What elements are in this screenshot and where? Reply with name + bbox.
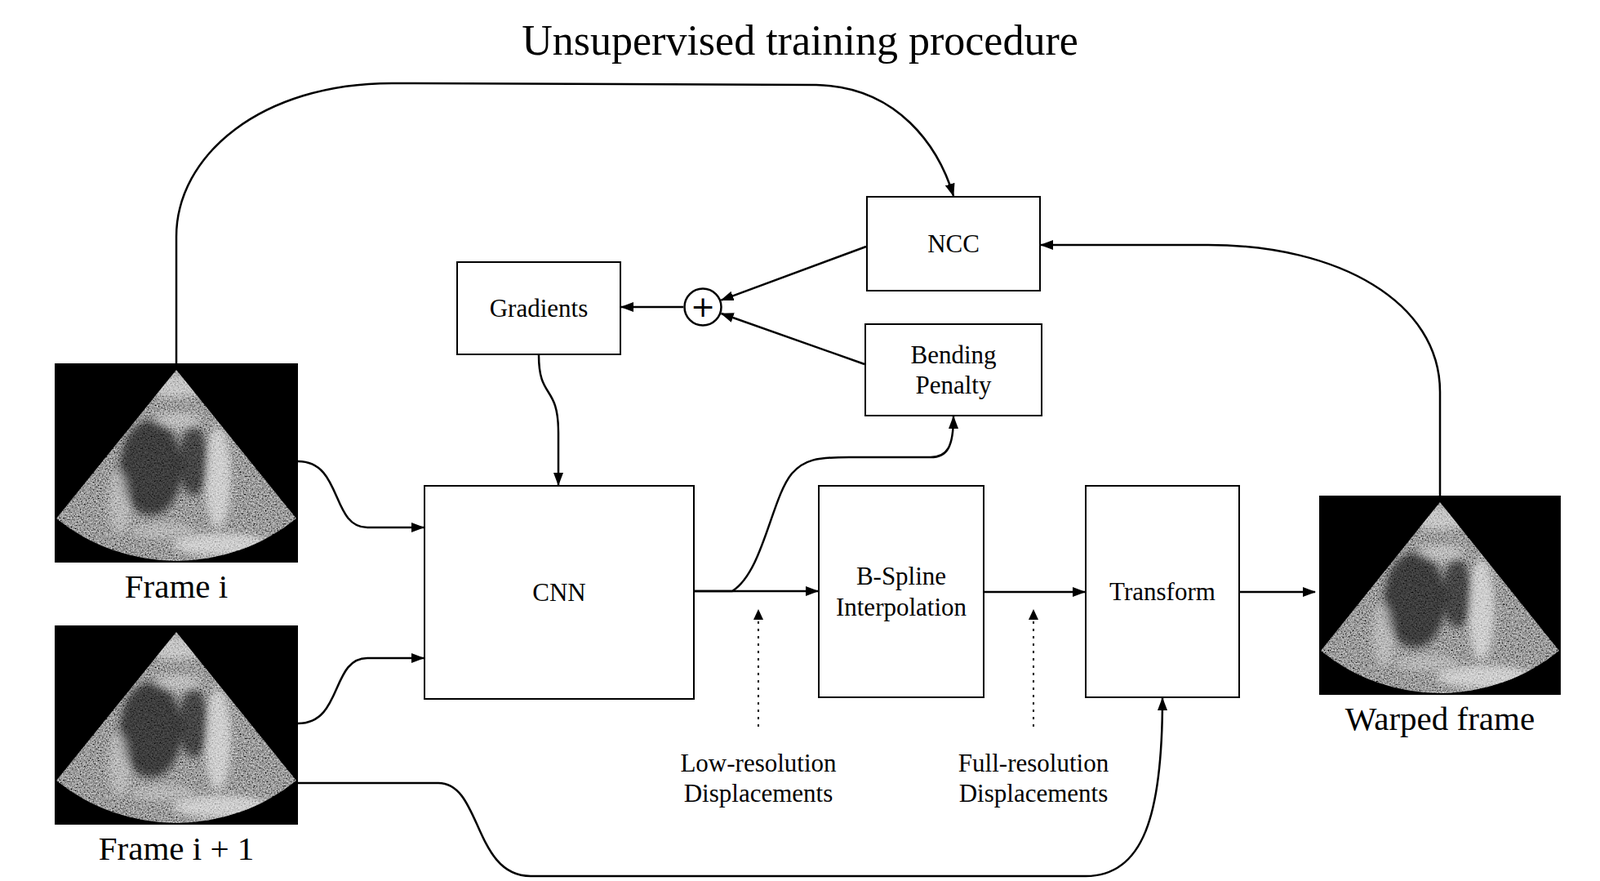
annotation-label: Full-resolution Displacements bbox=[927, 747, 1140, 809]
ultrasound-image bbox=[1319, 495, 1561, 695]
junction-circle bbox=[684, 288, 722, 326]
arrow-connector bbox=[1040, 244, 1440, 496]
box-label: Bending Penalty bbox=[872, 339, 1035, 400]
ultrasound-image bbox=[54, 625, 298, 825]
image-frame: Frame i bbox=[54, 363, 298, 563]
leader-arrowhead bbox=[753, 608, 764, 620]
arrow-connector bbox=[297, 461, 424, 528]
leader-line bbox=[757, 618, 760, 727]
image-frame: Warped frame bbox=[1319, 495, 1561, 695]
box-label: NCC bbox=[927, 228, 980, 259]
process-box: Bending Penalty bbox=[864, 323, 1043, 417]
arrow-connector bbox=[621, 306, 684, 309]
box-label: B-Spline Interpolation bbox=[826, 560, 977, 622]
process-box: B-Spline Interpolation bbox=[817, 484, 985, 698]
arrow-connector bbox=[538, 355, 559, 485]
image-frame: Frame i + 1 bbox=[54, 625, 298, 825]
annotation-label: Low-resolution Displacements bbox=[652, 747, 865, 809]
box-label: Transform bbox=[1109, 576, 1216, 607]
arrow-connector bbox=[176, 83, 954, 364]
diagram-title: Unsupervised training procedure bbox=[0, 16, 1600, 66]
process-box: NCC bbox=[866, 195, 1041, 292]
arrow-connector bbox=[721, 313, 865, 365]
arrow-connector bbox=[721, 246, 867, 301]
sum-junction: + bbox=[683, 287, 723, 327]
ultrasound-image bbox=[54, 363, 298, 563]
box-label: Gradients bbox=[489, 293, 589, 324]
junction-symbol: + bbox=[690, 292, 716, 322]
image-caption: Frame i bbox=[124, 567, 228, 606]
image-caption: Warped frame bbox=[1345, 699, 1535, 738]
process-box: Gradients bbox=[456, 261, 622, 356]
leader-line bbox=[1032, 618, 1035, 727]
arrow-connector bbox=[1240, 591, 1316, 594]
box-label: CNN bbox=[532, 577, 586, 608]
leader-arrowhead bbox=[1028, 608, 1039, 620]
arrow-connector bbox=[984, 591, 1085, 594]
arrow-connector bbox=[297, 697, 1163, 876]
arrow-connector bbox=[297, 657, 424, 724]
process-box: Transform bbox=[1084, 484, 1240, 698]
process-box: CNN bbox=[423, 484, 695, 700]
image-caption: Frame i + 1 bbox=[98, 829, 255, 868]
